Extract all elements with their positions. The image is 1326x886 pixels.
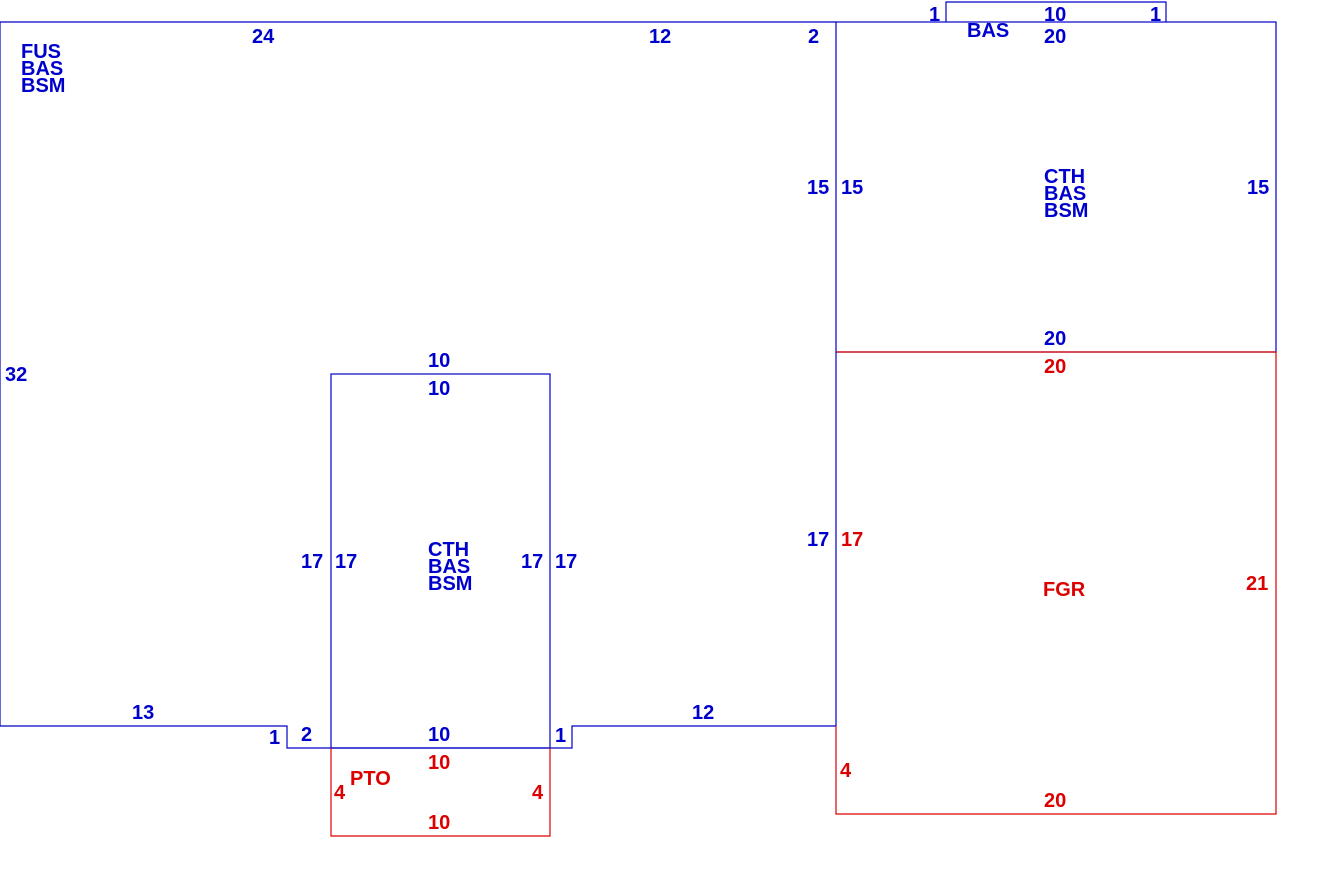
- dim-main-top-right: 12: [649, 26, 671, 48]
- dim-main-right-lower: 17: [807, 529, 829, 551]
- dim-garage-right: 21: [1246, 573, 1268, 595]
- dim-patio-right: 4: [532, 782, 544, 804]
- dim-rear-right-outer: 17: [555, 551, 577, 573]
- dim-rear-left-outer: 17: [301, 551, 323, 573]
- side-addition-code-3: BSM: [1044, 200, 1088, 222]
- patio-outline: [330, 748, 551, 837]
- dim-rear-left-inner: 17: [335, 551, 357, 573]
- garage-code: FGR: [1043, 579, 1086, 601]
- dim-main-bottom-right: 12: [692, 702, 714, 724]
- dim-main-bottom-left: 13: [132, 702, 154, 724]
- bay-outline: [945, 1, 1167, 22]
- bay-code: BAS: [967, 20, 1009, 42]
- dim-step-left-run: 2: [301, 724, 312, 746]
- dim-garage-left: 17: [841, 529, 863, 551]
- dim-bay-top: 10: [1044, 4, 1066, 26]
- dim-main-left: 32: [5, 364, 27, 386]
- dim-patio-top: 10: [428, 752, 450, 774]
- main-area-code-2: BAS: [21, 58, 63, 80]
- main-area-outline: [0, 21, 836, 749]
- dim-garage-top: 20: [1044, 356, 1066, 378]
- dim-patio-bottom: 10: [428, 812, 450, 834]
- dim-garage-left-lower: 4: [840, 760, 852, 782]
- dim-main-right-upper: 15: [807, 177, 829, 199]
- garage-outline: [835, 351, 1277, 815]
- dim-step-right-drop: 1: [555, 725, 566, 747]
- patio-code: PTO: [350, 768, 391, 790]
- main-area-code-1: FUS: [21, 41, 61, 63]
- dim-rear-right-inner: 17: [521, 551, 543, 573]
- dim-step-left-drop: 1: [269, 727, 280, 749]
- dim-patio-left: 4: [334, 782, 346, 804]
- side-addition-code-1: CTH: [1044, 166, 1085, 188]
- side-addition-code-2: BAS: [1044, 183, 1086, 205]
- rear-addition-code-2: BAS: [428, 556, 470, 578]
- rear-addition-code-1: CTH: [428, 539, 469, 561]
- dim-rear-top-outer: 10: [428, 350, 450, 372]
- dim-rear-top-inner: 10: [428, 378, 450, 400]
- dim-side-top: 20: [1044, 26, 1066, 48]
- rear-addition-code-3: BSM: [428, 573, 472, 595]
- dim-side-right: 15: [1247, 177, 1269, 199]
- dim-rear-bottom: 10: [428, 724, 450, 746]
- dim-bay-right: 1: [1150, 4, 1161, 26]
- dim-side-left: 15: [841, 177, 863, 199]
- main-area-code-3: BSM: [21, 75, 65, 97]
- dim-garage-bottom: 20: [1044, 790, 1066, 812]
- dim-main-top-jog: 2: [808, 26, 819, 48]
- dim-main-top-left: 24: [252, 26, 275, 48]
- rear-addition-outline: [330, 373, 551, 749]
- dim-bay-left: 1: [929, 4, 940, 26]
- dim-side-bottom: 20: [1044, 328, 1066, 350]
